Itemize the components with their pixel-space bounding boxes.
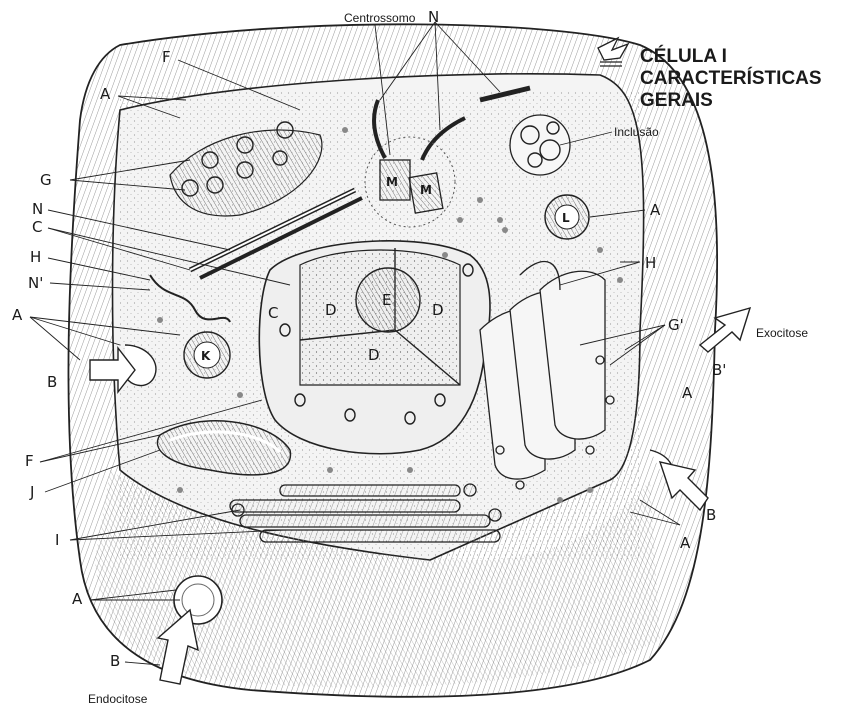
label-g: G [40, 171, 52, 189]
label-e: E [382, 291, 391, 309]
label-b-left: B [47, 373, 57, 391]
label-c-inner: C [268, 304, 278, 322]
label-inclusao: Inclusão [614, 125, 659, 139]
label-a-left: A [12, 306, 23, 324]
label-l: L [562, 211, 570, 225]
label-exocitose: Exocitose [756, 326, 808, 340]
label-h-left: H [30, 248, 41, 266]
label-j: J [29, 483, 34, 501]
label-b-right: B [706, 506, 716, 524]
label-c-left: C [32, 218, 42, 236]
label-a-right-2: A [682, 384, 693, 402]
label-b1: B' [712, 361, 726, 379]
label-f-left: F [25, 452, 34, 470]
label-m-2: M [420, 183, 432, 197]
label-d-2: D [432, 301, 444, 319]
label-f-top: F [162, 48, 171, 66]
label-a-top: A [100, 85, 111, 103]
label-i: I [55, 531, 59, 549]
title-line-1: CÉLULA I [640, 45, 727, 67]
label-n1: N' [28, 274, 43, 292]
label-b-bottom: B [110, 652, 120, 670]
label-n-left: N [32, 200, 43, 218]
label-a-right: A [650, 201, 661, 219]
label-a-right-3: A [680, 534, 691, 552]
label-d-3: D [368, 346, 380, 364]
title-line-3: GERAIS [640, 90, 713, 111]
title-line-2: CARACTERÍSTICAS [640, 67, 822, 89]
label-centrossomo: Centrossomo [344, 11, 416, 25]
label-endocitose: Endocitose [88, 692, 148, 706]
label-d-1: D [325, 301, 337, 319]
label-m-1: M [386, 175, 398, 189]
label-g1: G' [668, 316, 684, 334]
label-a-bottom: A [72, 590, 83, 608]
label-h-right: H [645, 254, 656, 272]
label-n-top: N [428, 8, 439, 26]
label-k: K [201, 349, 211, 363]
